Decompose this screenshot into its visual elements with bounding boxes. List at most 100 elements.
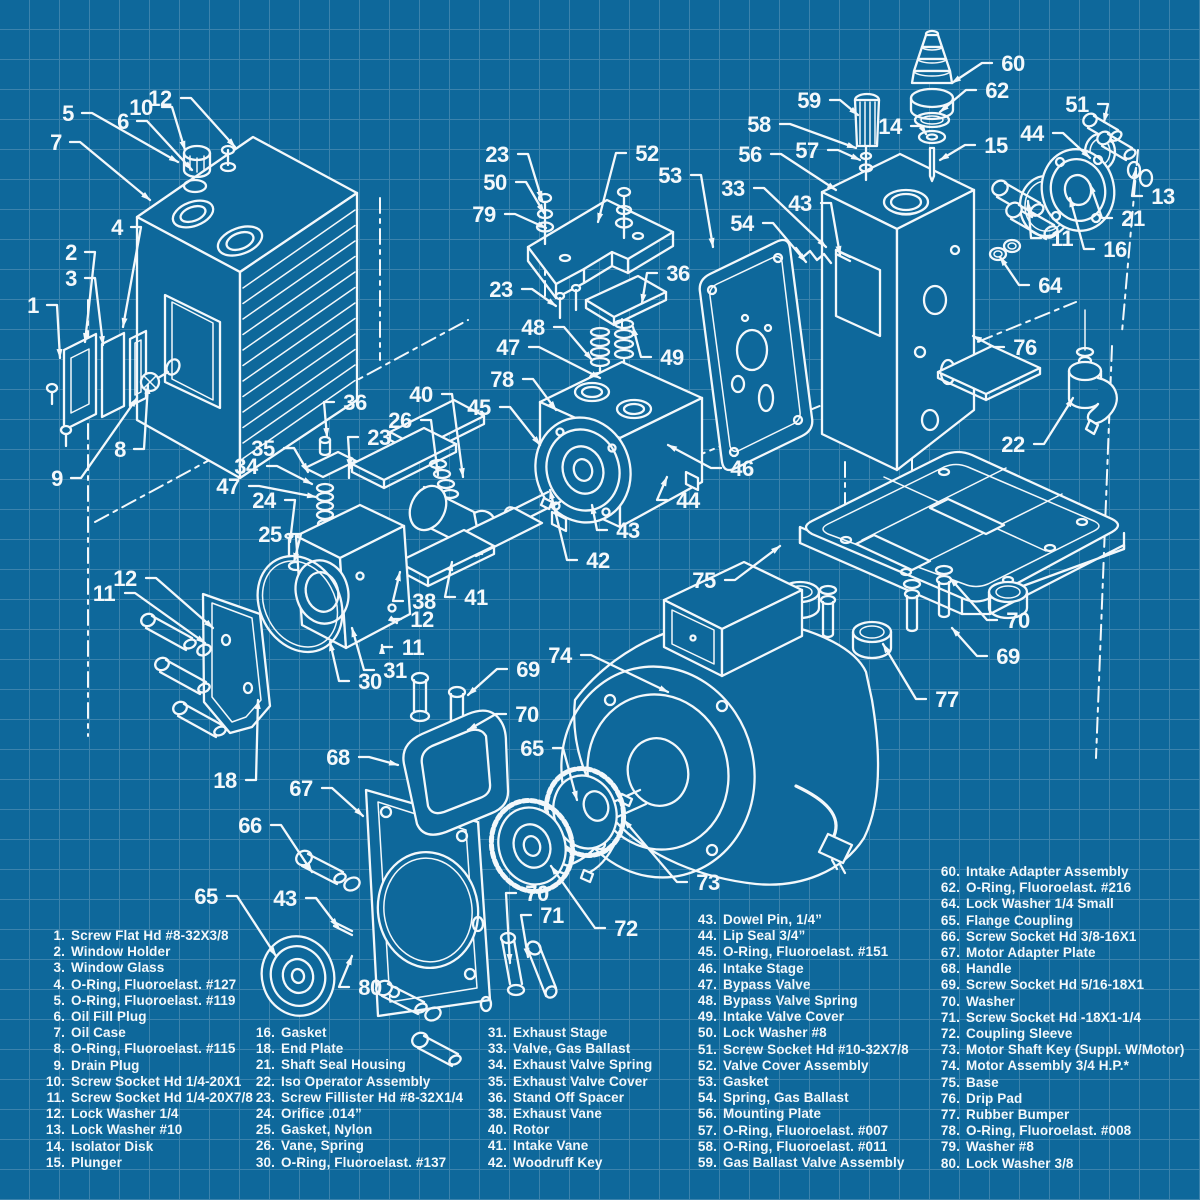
callout-leader-8 <box>132 383 151 451</box>
callout-number-33: 33 <box>721 176 745 201</box>
callout-leader-23 <box>520 287 558 308</box>
callout-leader-48 <box>552 325 594 362</box>
callout-leader-54 <box>761 221 808 264</box>
part-number: 44. <box>697 928 717 944</box>
callout-number-58: 58 <box>747 112 771 137</box>
part-number: 16. <box>255 1025 275 1040</box>
part-entry: 1.Screw Flat Hd #8-32X3/8 <box>38 928 253 944</box>
callout-leader-56 <box>769 152 838 192</box>
part-name: Flange Coupling <box>966 912 1074 928</box>
callout-leader-72 <box>549 864 607 930</box>
part-entry: 12.Lock Washer 1/4 <box>38 1106 253 1122</box>
part-name: Screw Socket Hd 1/4-20X1 <box>71 1073 242 1089</box>
callout-leader-24 <box>283 498 297 544</box>
part-entry: 16. Gasket <box>248 1025 463 1041</box>
part-name: Drain Plug <box>71 1057 140 1073</box>
part-entry: 76.Drip Pad <box>933 1091 1184 1107</box>
callout-leader-67 <box>320 786 365 818</box>
part-entry: 42.Woodruff Key <box>480 1155 652 1171</box>
callout-number-70: 70 <box>1006 608 1030 633</box>
callout-leader-70 <box>466 712 508 732</box>
callout-number-44: 44 <box>676 488 701 513</box>
part-number: 30. <box>255 1154 275 1170</box>
part-entry: 49.Intake Valve Cover <box>690 1009 909 1025</box>
coupling-parts <box>260 766 627 1017</box>
callout-number-5: 5 <box>62 101 74 126</box>
part-name: O-Ring, Fluoroelast. #216 <box>966 880 1132 896</box>
part-number: 25. <box>255 1122 275 1138</box>
part-number: 77. <box>940 1107 960 1123</box>
part-name: Motor Shaft Key (Suppl. W/Motor) <box>966 1042 1185 1058</box>
callout-number-35: 35 <box>251 436 275 461</box>
part-entry: 33.Valve, Gas Ballast <box>480 1041 652 1057</box>
callout-leader-36 <box>322 400 336 439</box>
part-entry: 8.O-Ring, Fluoroelast. #115 <box>38 1041 253 1057</box>
callout-leader-77 <box>881 642 928 701</box>
part-entry: 46.Intake Stage <box>690 961 909 977</box>
part-entry: 70.Washer <box>933 994 1184 1010</box>
callout-leader-50 <box>514 180 546 215</box>
callout-number-44: 44 <box>1020 121 1045 146</box>
part-entry: 67.Motor Adapter Plate <box>933 945 1184 961</box>
callout-number-14: 14 <box>878 114 903 139</box>
part-entry: 18.End Plate <box>248 1041 463 1057</box>
part-number: 51. <box>697 1041 717 1057</box>
callout-number-47: 47 <box>216 474 240 499</box>
callout-number-50: 50 <box>483 170 507 195</box>
callout-number-11: 11 <box>1051 226 1074 251</box>
part-number: 2. <box>53 944 65 960</box>
callout-number-13: 13 <box>1151 184 1175 209</box>
end-plate <box>201 592 272 735</box>
callout-leader-47 <box>527 345 602 380</box>
motor-assembly <box>553 560 880 886</box>
part-number: 78. <box>940 1123 960 1139</box>
part-name: Shaft Seal Housing <box>281 1057 406 1073</box>
callout-number-36: 36 <box>343 390 367 415</box>
part-number: 80. <box>940 1155 960 1171</box>
part-entry: 2.Window Holder <box>38 944 253 960</box>
part-name: Gasket <box>281 1025 327 1040</box>
callout-leader-70 <box>504 891 518 965</box>
part-name: Woodruff Key <box>513 1154 603 1170</box>
part-number: 15. <box>45 1154 65 1170</box>
callout-number-42: 42 <box>586 548 610 573</box>
callout-leader-38 <box>391 570 405 603</box>
motor-adapter-plate <box>364 788 492 1018</box>
part-name: Valve Cover Assembly <box>723 1057 869 1073</box>
part-number: 50. <box>697 1025 717 1041</box>
part-name: O-Ring, Fluoroelast. #115 <box>71 1041 236 1057</box>
callout-leader-33 <box>752 186 828 249</box>
callout-number-78: 78 <box>490 367 514 392</box>
callout-leader-64 <box>998 255 1031 287</box>
part-entry: 52. Valve Cover Assembly <box>690 1058 909 1074</box>
part-name: Intake Valve Cover <box>723 1009 845 1025</box>
part-entry: 68.Handle <box>933 961 1184 977</box>
callout-number-34: 34 <box>234 454 259 479</box>
callout-leader-12 <box>144 576 215 630</box>
part-number: 58. <box>697 1138 717 1154</box>
part-name: Gasket, Nylon <box>281 1122 373 1138</box>
intake-adapter-stack <box>909 29 955 183</box>
callout-number-71: 71 <box>540 903 564 928</box>
callout-leader-70 <box>948 576 999 622</box>
callout-number-36: 36 <box>666 261 690 286</box>
callout-number-22: 22 <box>1001 432 1025 457</box>
callout-number-69: 69 <box>996 644 1020 669</box>
callout-number-40: 40 <box>409 382 433 407</box>
callout-number-43: 43 <box>788 191 812 216</box>
part-entry: 44.Lip Seal 3/4” <box>690 928 909 944</box>
part-number: 54. <box>697 1090 717 1106</box>
callout-number-51: 51 <box>1065 92 1089 117</box>
callout-number-60: 60 <box>1001 51 1025 76</box>
callout-leader-44 <box>1051 131 1092 160</box>
callout-number-15: 15 <box>984 133 1008 158</box>
part-number: 9. <box>53 1057 65 1073</box>
part-number: 41. <box>487 1138 507 1154</box>
part-number: 52. <box>697 1057 717 1073</box>
gasket-plate <box>698 238 814 472</box>
part-name: Bypass Valve <box>723 976 811 992</box>
part-number: 4. <box>53 976 65 992</box>
part-entry: 79.Washer #8 <box>933 1139 1184 1155</box>
